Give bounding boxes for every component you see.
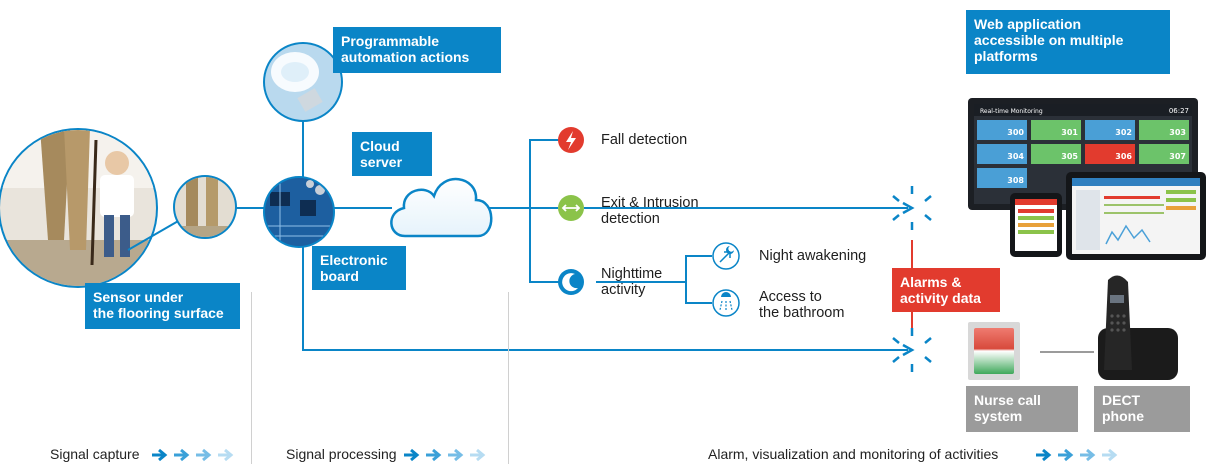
room-number: 308	[1007, 176, 1024, 185]
room-tile	[1139, 144, 1189, 164]
alarm-monitoring-label: Alarm, visualization and monitoring of a…	[708, 446, 999, 462]
zoom-connector	[127, 219, 181, 251]
night-awakening-icon	[712, 242, 740, 270]
room-number: 306	[1115, 152, 1132, 161]
screen-title: Real-time Monitoring	[980, 108, 1043, 115]
alarm-arrows	[1036, 448, 1118, 462]
signal-capture-label: Signal capture	[50, 446, 140, 462]
footer-arrow-icon	[448, 448, 464, 462]
bathroom-access-text: Access to the bathroom	[759, 289, 845, 321]
exit-intrusion-text: Exit & Intrusion detection	[601, 195, 699, 227]
electronic-board-label: Electronic board	[312, 246, 406, 290]
laptop-device	[1066, 172, 1206, 260]
web-application-label: Web application accessible on multiple p…	[966, 10, 1170, 74]
room-number: 300	[1007, 128, 1024, 137]
automation-label: Programmable automation actions	[333, 27, 501, 73]
footer-arrow-icon	[1080, 448, 1096, 462]
footer-arrow-icon	[1102, 448, 1118, 462]
footer-arrow-icon	[218, 448, 234, 462]
cloud-icon	[390, 178, 493, 238]
nurse-call-device	[968, 322, 1020, 380]
section-divider	[508, 292, 509, 464]
bulb-icon	[263, 42, 343, 122]
room-number: 303	[1169, 128, 1186, 137]
footer-arrow-icon	[1036, 448, 1052, 462]
section-divider	[251, 292, 252, 464]
room-number: 302	[1115, 128, 1132, 137]
processing-arrows	[404, 448, 486, 462]
tablet-device	[1010, 193, 1062, 257]
circuit-board-icon	[263, 176, 335, 248]
footer-arrow-icon	[426, 448, 442, 462]
signal-processing-label: Signal processing	[286, 446, 397, 462]
footer-arrow-icon	[196, 448, 212, 462]
cloud-server-label: Cloud server	[352, 132, 432, 176]
nighttime-activity-icon	[558, 269, 584, 295]
room-tile	[1139, 120, 1189, 140]
room-tile	[977, 120, 1027, 140]
night-awakening-text: Night awakening	[759, 248, 867, 264]
room-tile	[1031, 120, 1081, 140]
sensor-label: Sensor under the flooring surface	[85, 283, 240, 329]
fall-detection-icon	[558, 127, 584, 153]
footer-arrow-icon	[152, 448, 168, 462]
capture-arrows	[152, 448, 234, 462]
screen-time: 06:27	[1169, 107, 1189, 115]
room-tile	[1085, 120, 1135, 140]
connector-lines	[236, 120, 908, 351]
sensor-zoom	[173, 175, 237, 239]
footer-arrow-icon	[1058, 448, 1074, 462]
exit-intrusion-icon	[558, 195, 584, 221]
footer-arrow-icon	[470, 448, 486, 462]
nurse-call-label: Nurse call system	[966, 386, 1078, 432]
footer-arrow-icon	[174, 448, 190, 462]
room-tile	[1031, 144, 1081, 164]
room-number: 307	[1169, 152, 1186, 161]
alert-burst-icon	[892, 186, 932, 230]
dect-phone-label: DECT phone	[1094, 386, 1190, 432]
nighttime-activity-text: Nighttime activity	[601, 266, 663, 298]
footer-arrow-icon	[404, 448, 420, 462]
room-number: 304	[1007, 152, 1024, 161]
room-tile	[977, 168, 1027, 188]
fall-detection-text: Fall detection	[601, 132, 688, 148]
alert-burst-icon	[892, 328, 932, 372]
dect-phone-device	[1098, 275, 1178, 380]
room-number: 305	[1061, 152, 1078, 161]
sensor-photo	[0, 128, 158, 288]
room-tile	[1085, 144, 1135, 164]
alarms-activity-label: Alarms & activity data	[892, 268, 1000, 312]
bathroom-access-icon	[712, 289, 740, 317]
room-number: 301	[1061, 128, 1078, 137]
room-tile	[977, 144, 1027, 164]
